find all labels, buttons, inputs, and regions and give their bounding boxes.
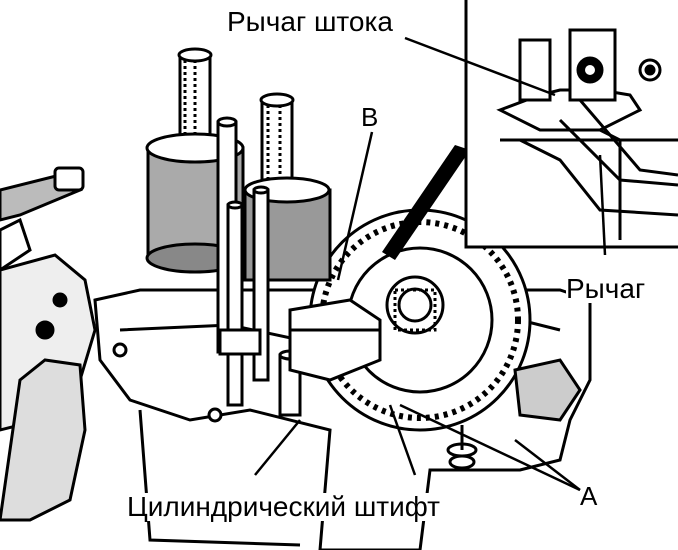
ring-gear	[308, 208, 532, 432]
counter-shaft	[243, 92, 332, 282]
rod-lever-part	[382, 145, 470, 260]
label-cylindrical-pin: Цилиндрический штифт	[127, 491, 440, 522]
shift-fork	[288, 298, 382, 382]
bolts	[446, 358, 582, 470]
label-point-a: A	[580, 481, 598, 511]
leader-lines	[254, 36, 607, 492]
label-lever: Рычаг	[566, 273, 646, 304]
label-point-b: B	[361, 102, 379, 132]
label-rod-lever: Рычаг штока	[227, 6, 393, 37]
inset-detail	[464, 0, 678, 249]
external-tool-drawing	[0, 166, 97, 522]
